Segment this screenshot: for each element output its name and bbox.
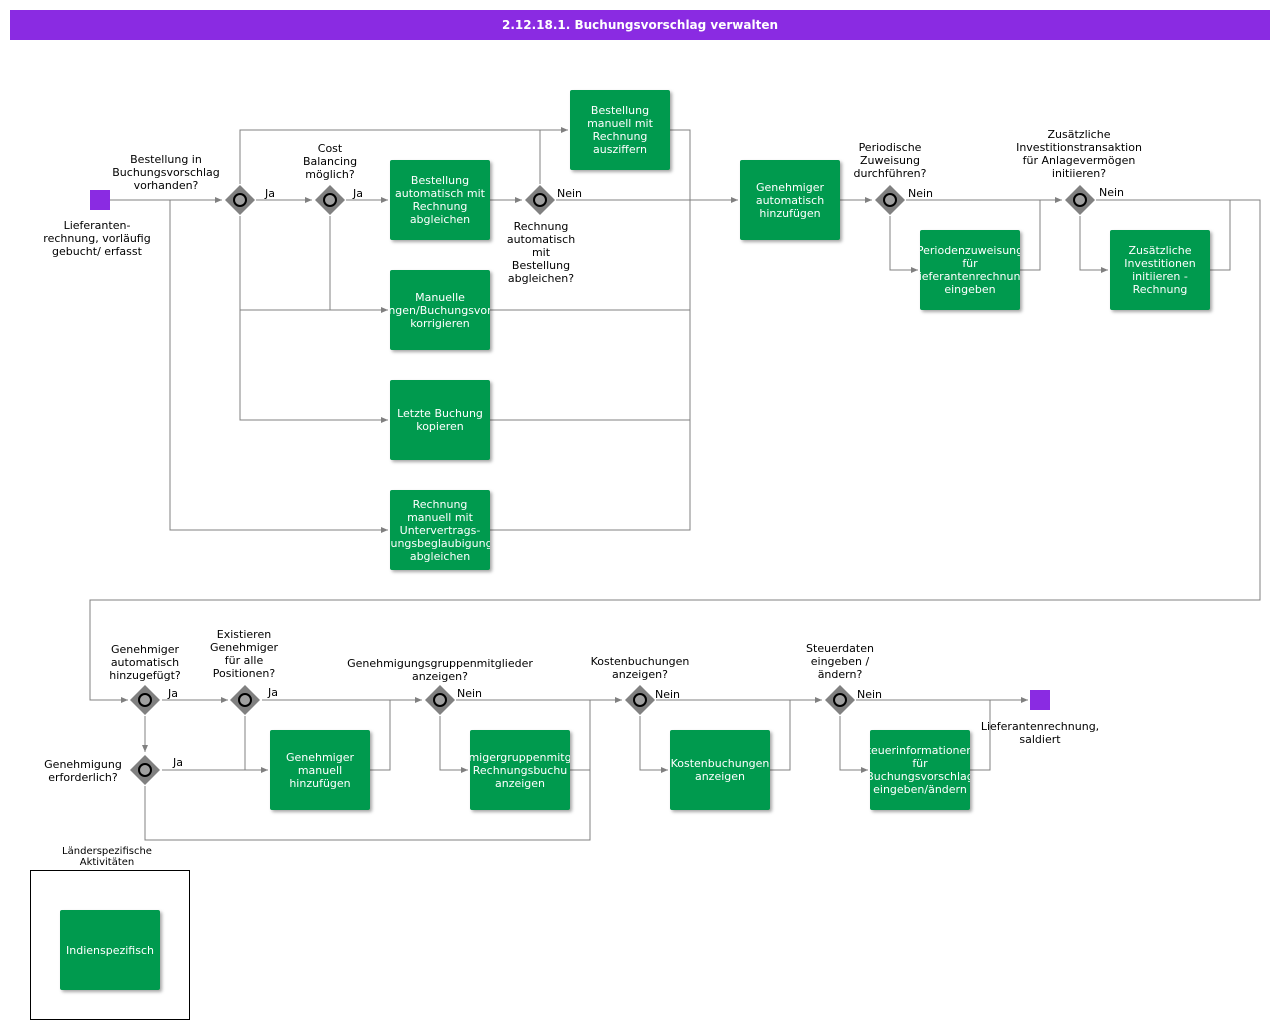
flow-label-nein: Nein bbox=[655, 688, 681, 701]
flow-label-ja: Ja bbox=[268, 686, 278, 699]
gateway-label-bestellung: Bestellung in Buchungsvorschlag vorhande… bbox=[112, 153, 220, 192]
task-steuerinformationen[interactable]: teuerinformationen für Buchungsvorschlag… bbox=[870, 730, 970, 810]
flow-label-ja: Ja bbox=[353, 187, 363, 200]
gateway-genehmiger-positionen-icon bbox=[230, 685, 260, 715]
task-gruppenmitglieder[interactable]: migergruppenmitg Rechnungsbuchu anzeigen bbox=[470, 730, 570, 810]
flow-label-ja: Ja bbox=[168, 687, 178, 700]
task-manuelle-korrigieren[interactable]: Manuelle ngen/Buchungsvor korrigieren bbox=[390, 270, 490, 350]
gateway-label-kostenbuchungen: Kostenbuchungen anzeigen? bbox=[590, 655, 690, 681]
task-rechnung-untervertrag[interactable]: Rechnung manuell mit Untervertrags- lung… bbox=[390, 490, 490, 570]
flow-label-nein: Nein bbox=[857, 688, 883, 701]
region-laenderspezifisch bbox=[30, 870, 190, 1020]
gateway-bestellung-icon bbox=[225, 185, 255, 215]
gateway-label-rechnung-auto: Rechnung automatisch mit Bestellung abgl… bbox=[506, 220, 576, 285]
gateway-label-periodisch: Periodische Zuweisung durchführen? bbox=[853, 141, 927, 180]
task-indienspezifisch[interactable]: Indienspezifisch bbox=[60, 910, 160, 990]
gateway-genehmiger-auto-icon bbox=[130, 685, 160, 715]
gateway-label-genehmigung: Genehmigung erforderlich? bbox=[44, 758, 122, 784]
task-genehmiger-manuell[interactable]: Genehmiger manuell hinzufügen bbox=[270, 730, 370, 810]
flow-label-ja: Ja bbox=[173, 756, 183, 769]
gateway-label-gruppenmitglieder: Genehmigungsgruppenmitglieder anzeigen? bbox=[347, 657, 533, 683]
region-label: Länderspezifische Aktivitäten bbox=[62, 846, 152, 868]
gateway-label-genehmiger-positionen: Existieren Genehmiger für alle Positione… bbox=[209, 628, 279, 680]
task-genehmiger-automatisch[interactable]: Genehmiger automatisch hinzufügen bbox=[740, 160, 840, 240]
start-event-label: Lieferanten- rechnung, vorläufig gebucht… bbox=[43, 219, 151, 258]
gateway-gruppenmitglieder-icon bbox=[425, 685, 455, 715]
diagram-title: 2.12.18.1. Buchungsvorschlag verwalten bbox=[10, 10, 1270, 40]
flow-label-ja: Ja bbox=[265, 187, 275, 200]
task-bestellung-automatisch[interactable]: Bestellung automatisch mit Rechnung abgl… bbox=[390, 160, 490, 240]
gateway-periodisch-icon bbox=[875, 185, 905, 215]
task-bestellung-manuell[interactable]: Bestellung manuell mit Rechnung auszi­ff… bbox=[570, 90, 670, 170]
gateway-investition-icon bbox=[1065, 185, 1095, 215]
flow-label-nein: Nein bbox=[457, 687, 483, 700]
gateway-label-genehmiger-auto: Genehmiger automatisch hinzugefügt? bbox=[109, 643, 181, 682]
task-periodenzuweisung[interactable]: Periodenzuweisung für Lieferantenrechnun… bbox=[920, 230, 1020, 310]
gateway-rechnung-auto-icon bbox=[525, 185, 555, 215]
flow-label-nein: Nein bbox=[908, 187, 934, 200]
gateway-steuerdaten-icon bbox=[825, 685, 855, 715]
task-kostenbuchungen[interactable]: Kostenbuchungen anzeigen bbox=[670, 730, 770, 810]
task-letzte-buchung[interactable]: Letzte Buchung kopieren bbox=[390, 380, 490, 460]
flow-label-nein: Nein bbox=[557, 187, 583, 200]
flow-label-nein: Nein bbox=[1099, 186, 1125, 199]
end-event-label: Lieferantenrechnung, saldiert bbox=[980, 720, 1100, 746]
end-event bbox=[1030, 690, 1050, 710]
gateway-label-cost-balancing: Cost Balancing möglich? bbox=[302, 142, 358, 181]
start-event bbox=[90, 190, 110, 210]
task-investitionen[interactable]: Zusätzliche Investitionen initiieren - R… bbox=[1110, 230, 1210, 310]
gateway-genehmigung-icon bbox=[130, 755, 160, 785]
gateway-cost-balancing-icon bbox=[315, 185, 345, 215]
gateway-label-investition: Zusätzliche Investitionstransaktion für … bbox=[1016, 128, 1142, 180]
gateway-kostenbuchungen-icon bbox=[625, 685, 655, 715]
gateway-label-steuerdaten: Steuerdaten eingeben / ändern? bbox=[806, 642, 874, 681]
